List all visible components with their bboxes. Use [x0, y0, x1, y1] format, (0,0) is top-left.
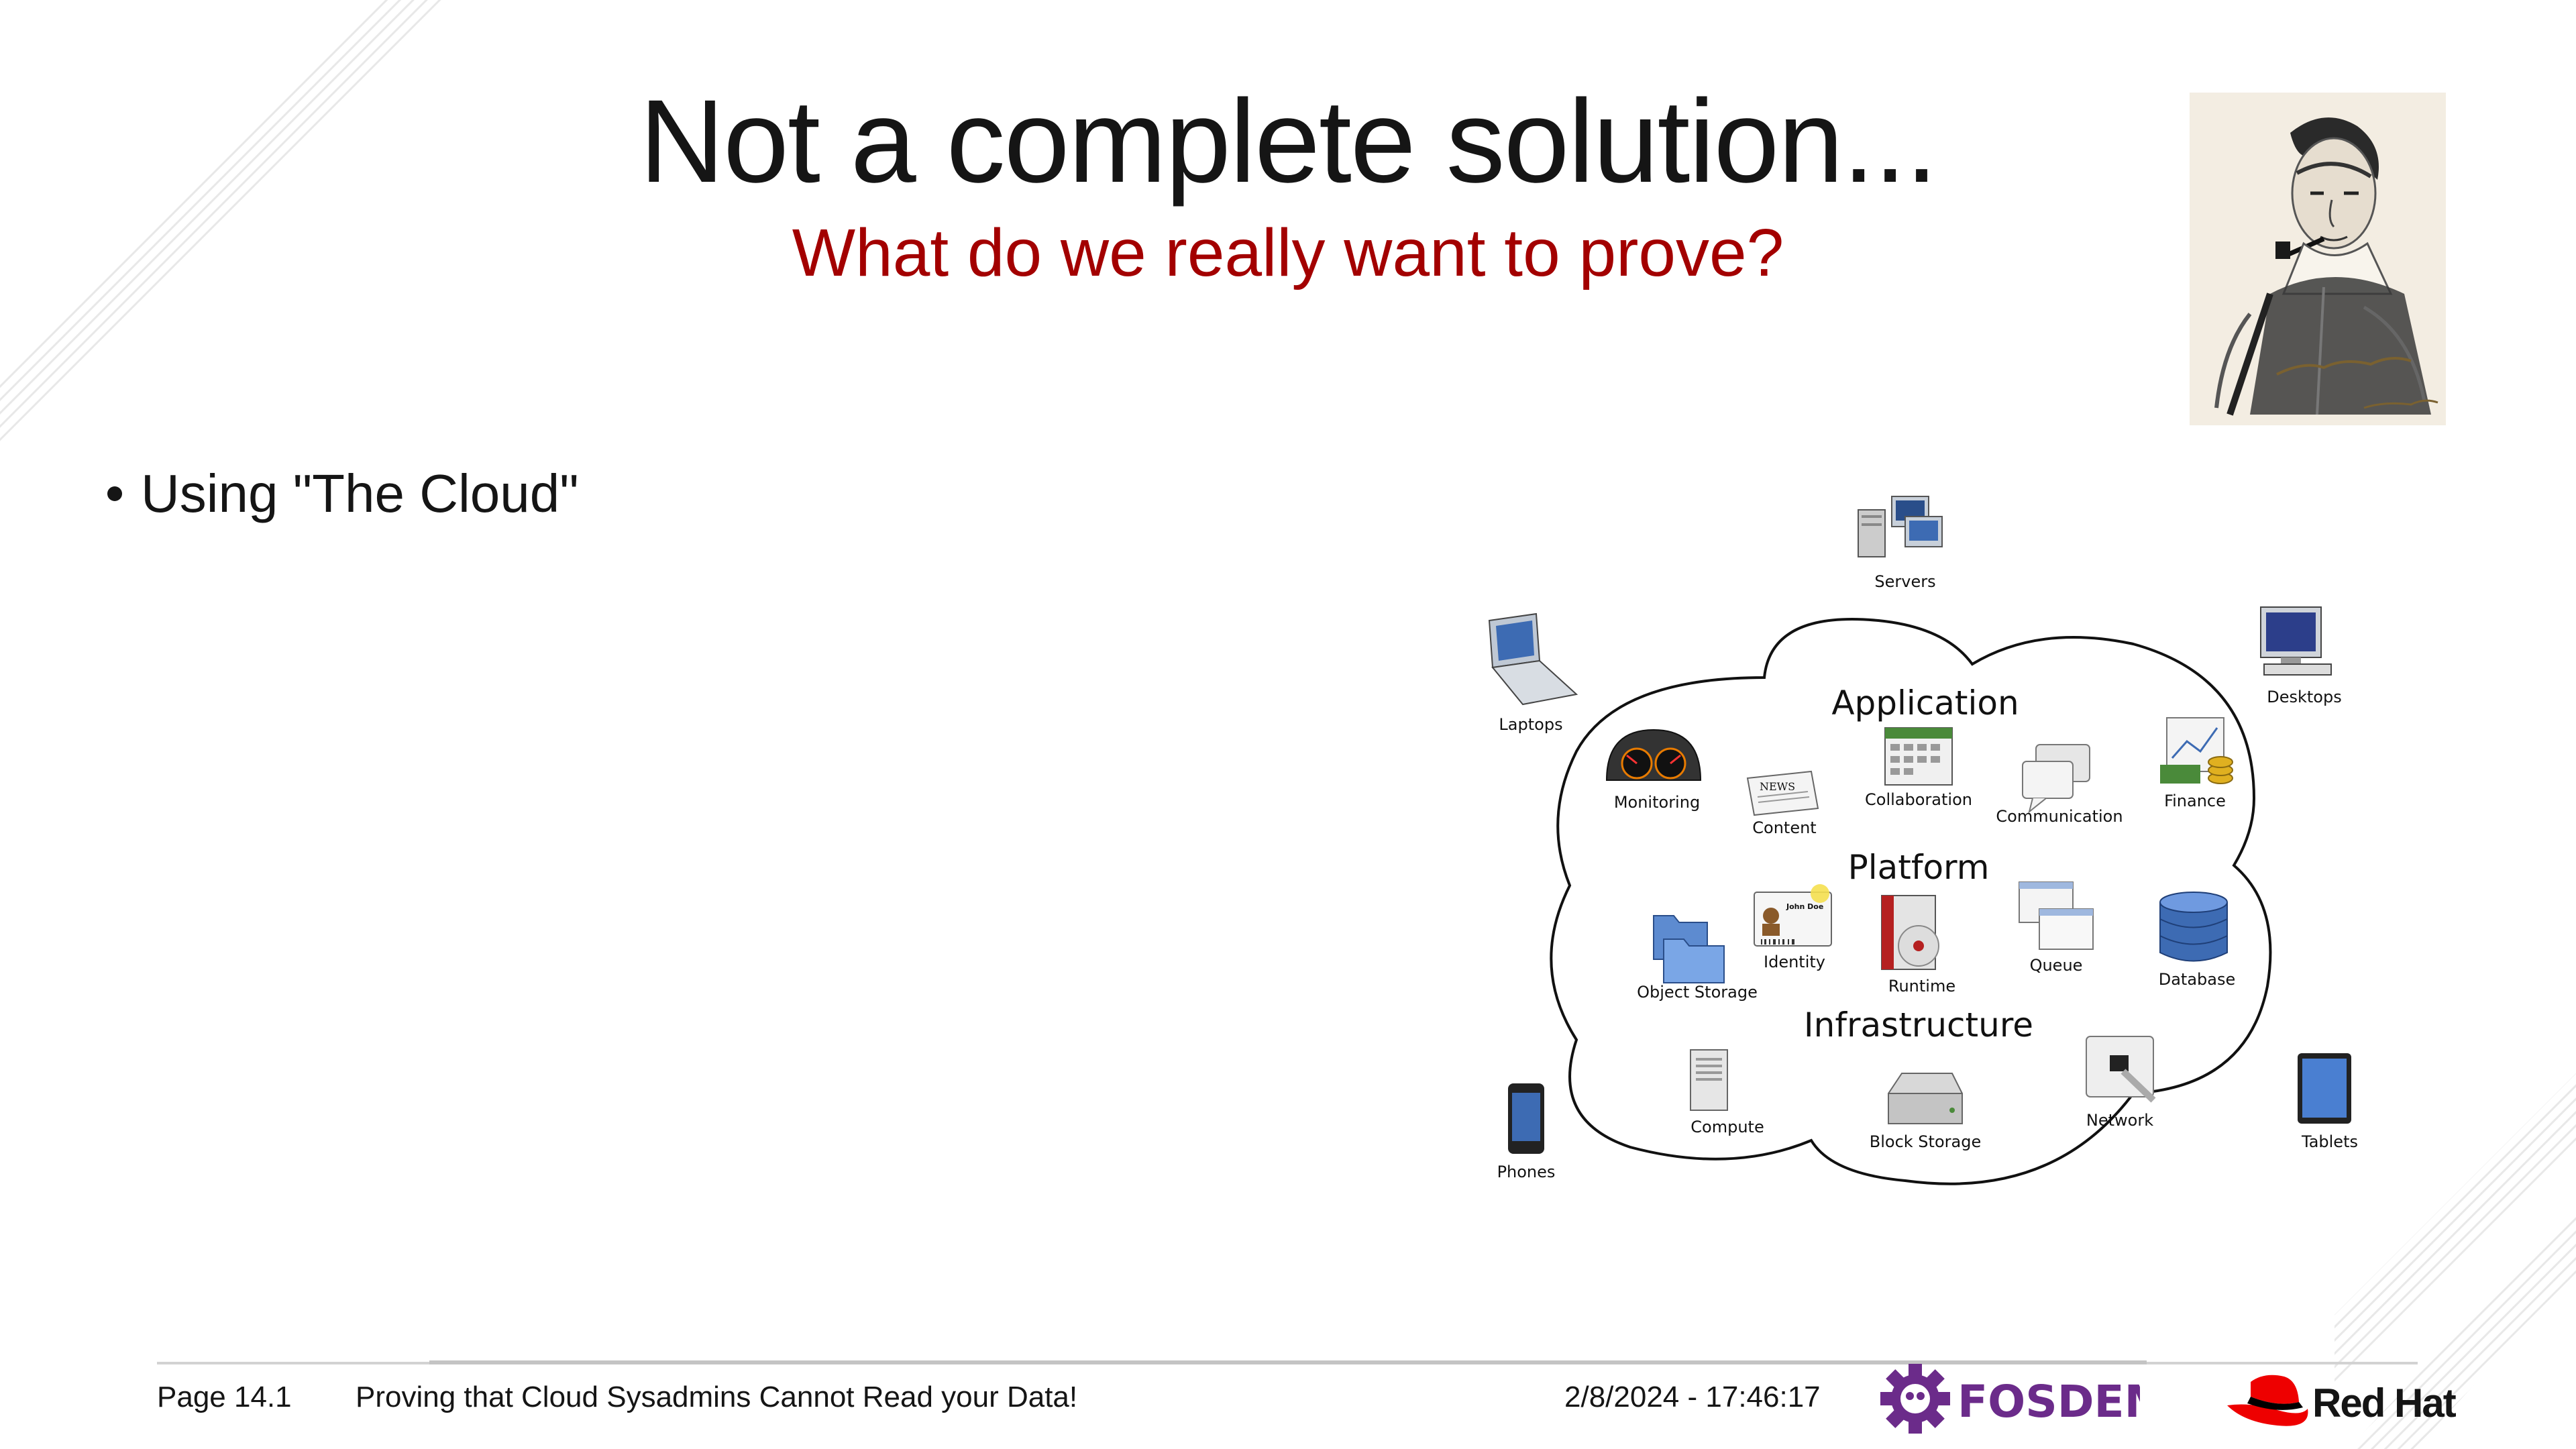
desktops-icon [2260, 606, 2332, 676]
footer-talk-title: Proving that Cloud Sysadmins Cannot Read… [356, 1381, 1078, 1413]
label-desktops: Desktops [2267, 688, 2341, 706]
bullet-text: Using "The Cloud" [141, 464, 579, 523]
sherlock-portrait-icon [2190, 93, 2446, 425]
servers-icon [1858, 496, 1943, 557]
bottom-right-decoration [2334, 1073, 2576, 1449]
section-infrastructure: Infrastructure [1804, 1006, 2033, 1044]
fosdem-logo-text: FOSDEM [1957, 1376, 2140, 1428]
monitoring-icon [1605, 729, 1702, 781]
redhat-logo-text: Red Hat [2312, 1381, 2457, 1426]
slide-title: Not a complete solution... [639, 76, 1938, 207]
compute-icon [1690, 1049, 1728, 1111]
label-servers: Servers [1874, 572, 1935, 591]
collaboration-icon [1884, 727, 1953, 786]
label-monitoring: Monitoring [1614, 793, 1700, 812]
network-icon [2086, 1036, 2156, 1103]
label-communication: Communication [1996, 807, 2123, 826]
label-database: Database [2159, 970, 2236, 989]
slide-subtitle: What do we really want to prove? [792, 215, 1784, 290]
bullet-dot [107, 486, 122, 501]
database-icon [2159, 892, 2228, 962]
label-collaboration: Collaboration [1865, 790, 1972, 809]
label-finance: Finance [2164, 792, 2226, 810]
identity-icon: John Doe [1754, 884, 1832, 947]
label-queue: Queue [2030, 956, 2083, 975]
fosdem-gear-icon [1880, 1364, 1950, 1434]
redhat-logo: Red Hat [2227, 1375, 2458, 1426]
label-compute: Compute [1690, 1118, 1764, 1136]
footer-page-number: Page 14.1 [157, 1381, 292, 1413]
redhat-hat-icon [2227, 1375, 2308, 1426]
block-storage-icon [1888, 1073, 1963, 1124]
laptops-icon [1488, 612, 1578, 706]
sherlock-portrait [2190, 93, 2446, 425]
finance-icon [2160, 717, 2233, 784]
footer-divider-accent [429, 1360, 2147, 1364]
label-block-storage: Block Storage [1870, 1132, 1981, 1151]
top-left-decoration [0, 0, 443, 443]
content-icon-text: NEWS [1760, 780, 1795, 793]
content-icon: NEWS [1746, 770, 1819, 816]
label-identity: Identity [1764, 953, 1825, 971]
communication-icon [2022, 744, 2090, 814]
phones-icon [1508, 1083, 1544, 1154]
bullet-item: Using "The Cloud" [107, 463, 579, 525]
fosdem-logo: FOSDEM [1880, 1364, 2140, 1434]
section-platform: Platform [1848, 848, 1990, 887]
footer-datetime: 2/8/2024 - 17:46:17 [1564, 1381, 1821, 1413]
queue-icon [2019, 881, 2094, 950]
label-content: Content [1752, 818, 1816, 837]
label-tablets: Tablets [2301, 1132, 2358, 1151]
label-runtime: Runtime [1888, 977, 1955, 996]
label-object-storage: Object Storage [1637, 983, 1758, 1002]
label-network: Network [2086, 1111, 2153, 1130]
label-laptops: Laptops [1499, 715, 1562, 734]
label-phones: Phones [1497, 1163, 1556, 1181]
identity-icon-text: John Doe [1786, 902, 1823, 911]
tablets-icon [2298, 1053, 2351, 1124]
object-storage-icon [1653, 915, 1725, 983]
runtime-icon [1881, 895, 1939, 970]
cloud-computing-diagram: Application Platform Infrastructure Serv… [1488, 496, 2358, 1185]
section-application: Application [1831, 684, 2019, 722]
